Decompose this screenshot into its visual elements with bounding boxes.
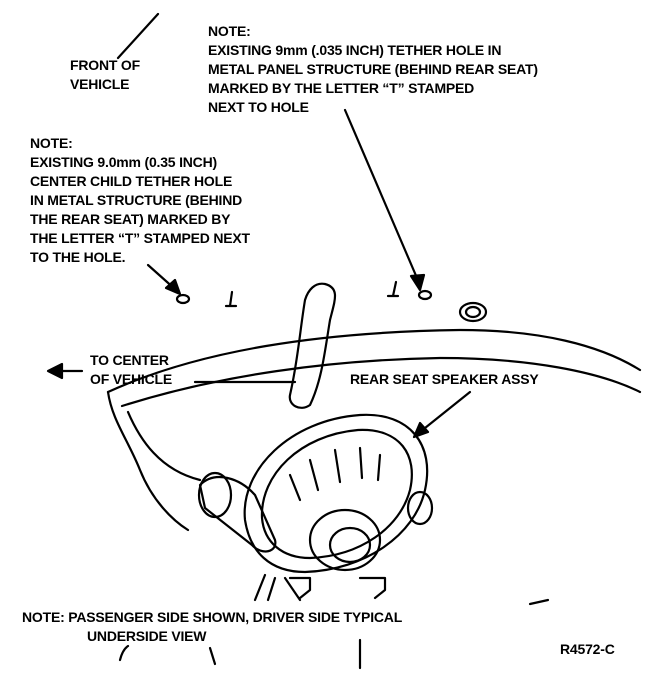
top-note-line-5: NEXT TO HOLE: [208, 99, 309, 115]
tether-leader-arrowhead: [409, 273, 426, 292]
dash-right: [528, 598, 550, 606]
bracket-clip-right: [358, 576, 387, 600]
top-note-line-2: EXISTING 9mm (.035 INCH) TETHER HOLE IN: [208, 42, 502, 58]
to-center-line-2: OF VEHICLE: [90, 371, 173, 387]
speaker-wires: [253, 573, 302, 602]
top-note-line-1: NOTE:: [208, 23, 251, 39]
grommet-outer: [458, 301, 488, 323]
bottom-note-line-1: NOTE: PASSENGER SIDE SHOWN, DRIVER SIDE …: [22, 609, 403, 625]
mount-tab-right: [406, 490, 434, 526]
top-note: NOTE: EXISTING 9mm (.035 INCH) TETHER HO…: [208, 22, 538, 117]
speaker-magnet-cap: [328, 526, 372, 564]
bracket-clip-left: [288, 576, 312, 600]
speaker-cone-slots: [288, 446, 382, 502]
grommet-inner: [464, 305, 482, 319]
speaker-frame: [243, 413, 429, 574]
center-note-line-4: IN METAL STRUCTURE (BEHIND: [30, 192, 243, 208]
tether-hole-right: [417, 289, 433, 301]
bottom-note: NOTE: PASSENGER SIDE SHOWN, DRIVER SIDE …: [22, 608, 402, 646]
center-tether-hole: [175, 293, 191, 305]
panel-top-edge: [106, 328, 642, 394]
speaker-leader: [418, 390, 472, 434]
speaker-magnet: [308, 508, 382, 572]
lower-tick: [208, 646, 217, 666]
top-note-line-4: MARKED BY THE LETTER “T” STAMPED: [208, 80, 475, 96]
top-note-line-3: METAL PANEL STRUCTURE (BEHIND REAR SEAT): [208, 61, 538, 77]
center-note-line-3: CENTER CHILD TETHER HOLE: [30, 173, 233, 189]
speaker-label: REAR SEAT SPEAKER ASSY: [350, 370, 539, 389]
front-of-vehicle-label: FRONT OF VEHICLE: [70, 56, 140, 94]
stamp-t-center: [224, 290, 238, 308]
front-of-vehicle-line-2: VEHICLE: [70, 76, 130, 92]
mount-tab-left: [197, 471, 233, 519]
figure-code-text: R4572-C: [560, 641, 615, 657]
figure-code: R4572-C: [560, 640, 615, 659]
stamp-t-right: [386, 280, 400, 298]
panel-left-edge: [106, 390, 190, 532]
front-arrow-line: [116, 12, 160, 60]
speaker-arrowhead: [412, 421, 430, 439]
panel-inner-curve: [126, 410, 202, 482]
center-note-line-6: THE LETTER “T” STAMPED NEXT: [30, 230, 250, 246]
to-center-arrowhead: [46, 362, 64, 380]
lower-curve-left: [118, 644, 130, 662]
seatbelt-strap: [288, 282, 337, 409]
center-tether-note: NOTE: EXISTING 9.0mm (0.35 INCH) CENTER …: [30, 134, 250, 267]
bottom-note-line-2: UNDERSIDE VIEW: [87, 628, 207, 644]
center-tether-arrowhead: [164, 278, 182, 296]
center-note-line-1: NOTE:: [30, 135, 73, 151]
center-note-line-2: EXISTING 9.0mm (0.35 INCH): [30, 154, 217, 170]
tether-leader-line: [343, 108, 422, 287]
speaker-rim: [260, 428, 413, 560]
mount-ear-left: [198, 476, 277, 553]
front-of-vehicle-line-1: FRONT OF: [70, 57, 140, 73]
center-note-line-7: TO THE HOLE.: [30, 249, 126, 265]
to-center-line-1: TO CENTER: [90, 352, 169, 368]
center-note-line-5: THE REAR SEAT) MARKED BY: [30, 211, 231, 227]
to-center-label: TO CENTER OF VEHICLE: [90, 351, 172, 389]
speaker-label-text: REAR SEAT SPEAKER ASSY: [350, 371, 539, 387]
panel-lip: [120, 356, 642, 408]
